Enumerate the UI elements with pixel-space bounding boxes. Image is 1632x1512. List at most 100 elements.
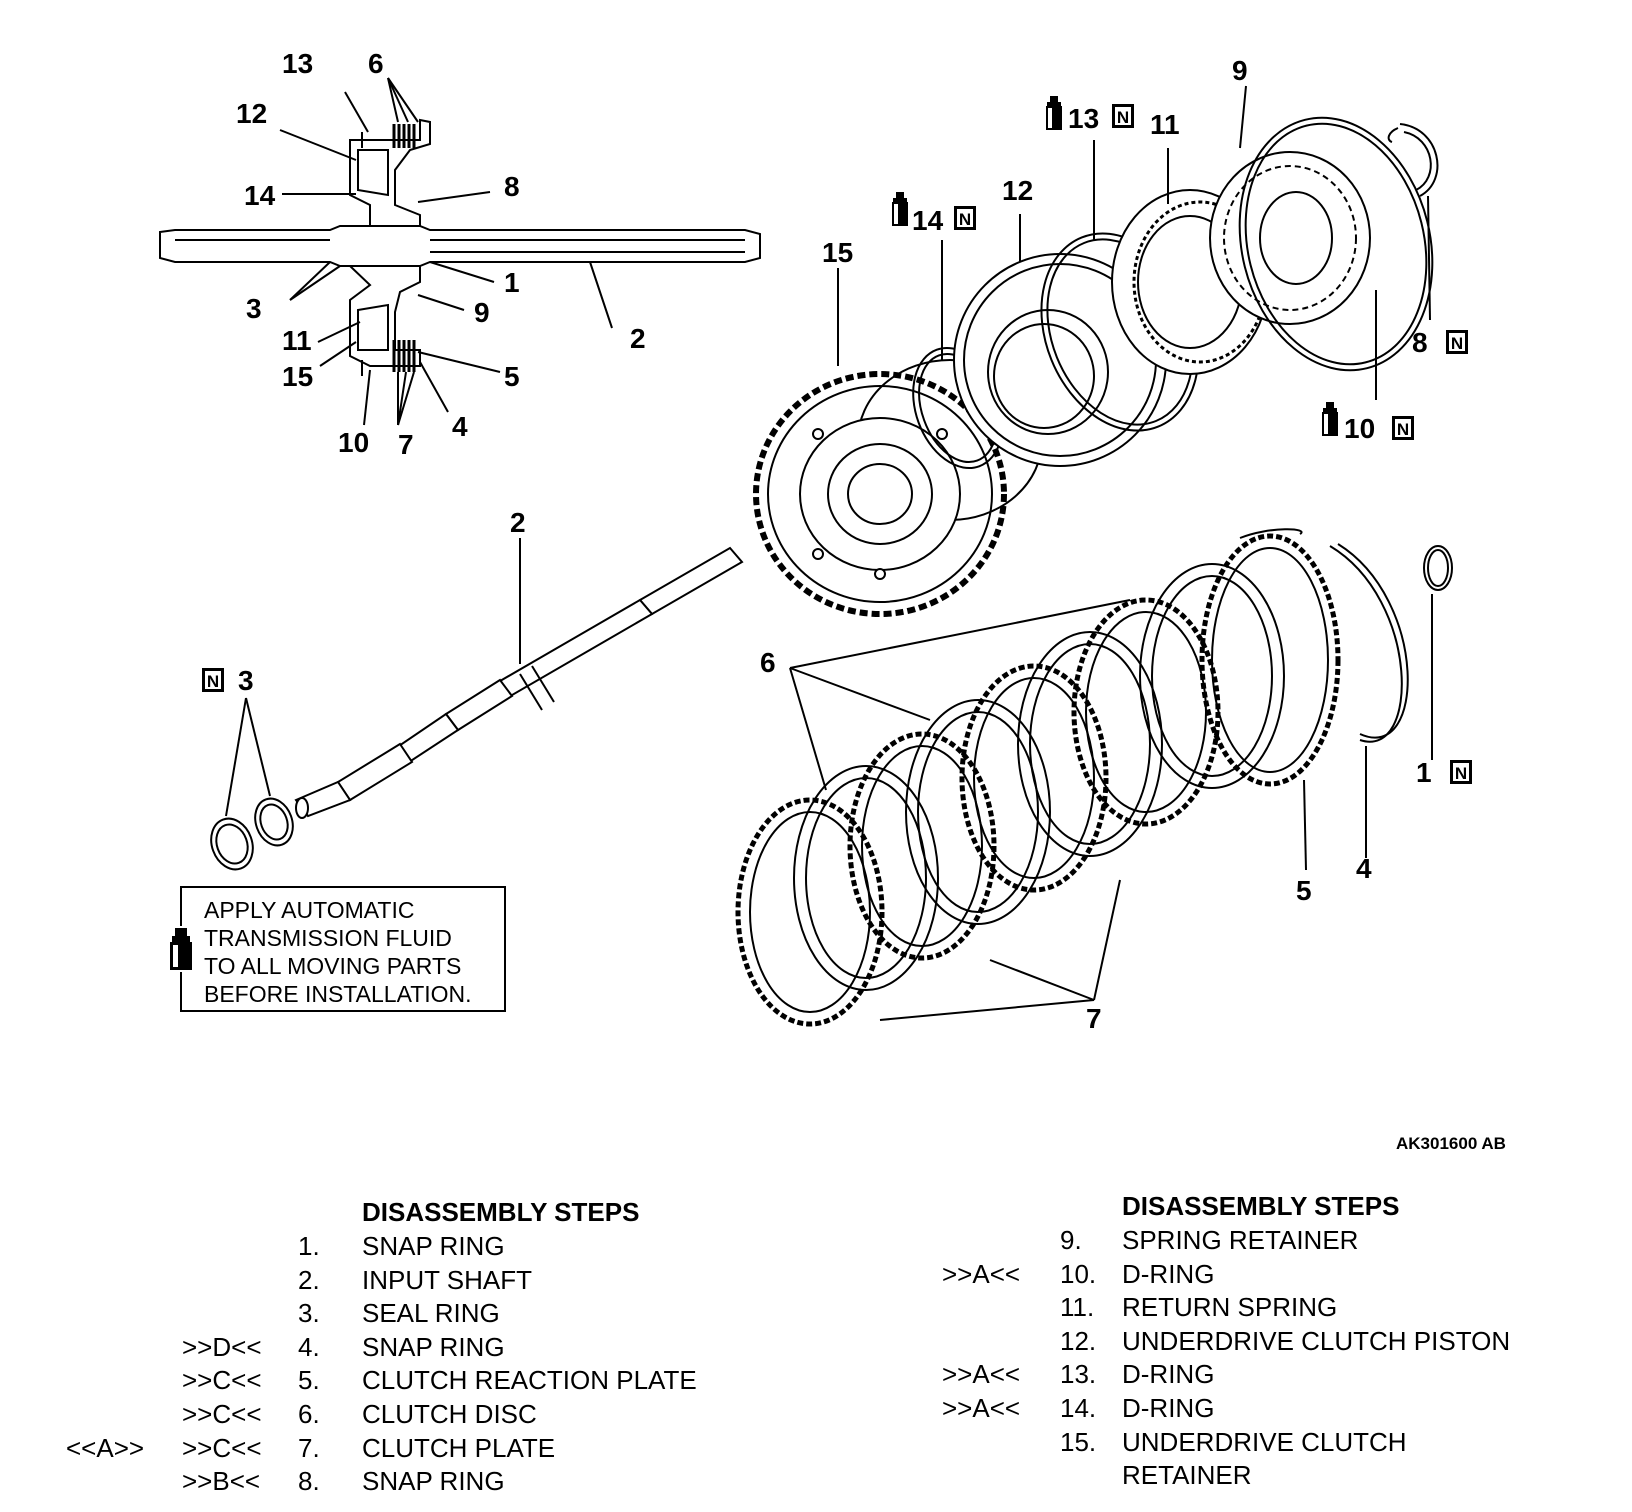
step-text: SNAP RING bbox=[362, 1331, 505, 1362]
step-number: 10. bbox=[1060, 1258, 1097, 1289]
callout-1-pack: 1 bbox=[1416, 757, 1432, 788]
new-part-n-icon bbox=[1446, 330, 1468, 354]
step-row: 15.UNDERDRIVE CLUTCH bbox=[900, 1426, 1620, 1459]
callout-8-exp: 8 bbox=[1412, 327, 1428, 358]
step-row: RETAINER bbox=[900, 1459, 1620, 1492]
callout-7-pack: 7 bbox=[1086, 1003, 1102, 1034]
step-row: >>D<< 4. SNAP RING bbox=[0, 1331, 860, 1364]
step-row: 2. INPUT SHAFT bbox=[0, 1264, 860, 1297]
step-text: SNAP RING bbox=[362, 1466, 505, 1497]
callout-13-exp: 13 bbox=[1068, 103, 1099, 134]
note-line-2: TRANSMISSION FLUID bbox=[204, 925, 452, 951]
callout-15-exp: 15 bbox=[822, 237, 853, 268]
input-shaft bbox=[294, 546, 744, 819]
callout-15: 15 bbox=[282, 361, 313, 392]
callout-6: 6 bbox=[368, 48, 384, 79]
callout-9-exp: 9 bbox=[1232, 55, 1248, 86]
step-number: 7. bbox=[298, 1432, 320, 1463]
step-ref: >>D<< bbox=[182, 1331, 262, 1362]
callout-14-exp: 14 bbox=[912, 205, 944, 236]
step-row: >>C<< 5. CLUTCH REACTION PLATE bbox=[0, 1364, 860, 1397]
step-text: SNAP RING bbox=[362, 1231, 505, 1261]
step-text: CLUTCH DISC bbox=[362, 1399, 537, 1429]
step-text: UNDERDRIVE CLUTCH bbox=[1122, 1426, 1407, 1457]
step-number: 3. bbox=[298, 1298, 320, 1329]
step-ref: >>A<< bbox=[942, 1258, 1021, 1289]
note-line-3: TO ALL MOVING PARTS bbox=[204, 953, 462, 979]
exploded-view-diagram: N bbox=[159, 48, 1472, 1034]
step-text: D-RING bbox=[1122, 1393, 1215, 1423]
atf-bottle-icon bbox=[1046, 96, 1062, 130]
step-text: INPUT SHAFT bbox=[362, 1264, 532, 1295]
step-number: 14. bbox=[1060, 1393, 1097, 1423]
step-text: D-RING bbox=[1122, 1359, 1215, 1390]
step-number: 9. bbox=[1060, 1225, 1082, 1255]
atf-bottle-icon bbox=[1322, 402, 1338, 436]
spring-retainer bbox=[1209, 151, 1371, 325]
atf-note-box: APPLY AUTOMATIC TRANSMISSION FLUID TO AL… bbox=[168, 886, 506, 1012]
steps-header: DISASSEMBLY STEPS bbox=[1122, 1191, 1400, 1221]
clutch-pack bbox=[735, 528, 1453, 1027]
callout-7: 7 bbox=[398, 429, 414, 460]
step-number: 13. bbox=[1060, 1359, 1097, 1390]
step-row: >>A<< 10. D-RING bbox=[900, 1258, 1620, 1291]
callout-8: 8 bbox=[504, 171, 520, 202]
callout-10: 10 bbox=[338, 427, 369, 458]
cross-section-view bbox=[159, 118, 761, 376]
new-part-n-icon bbox=[1392, 416, 1414, 440]
callout-11-exp: 11 bbox=[1150, 109, 1180, 140]
step-number: 8. bbox=[298, 1466, 320, 1497]
step-text: D-RING bbox=[1122, 1258, 1215, 1289]
callout-4: 4 bbox=[452, 411, 468, 442]
new-part-n-icon bbox=[202, 668, 224, 692]
step-pre-ref: <<A>> bbox=[66, 1432, 145, 1463]
step-number: 11. bbox=[1060, 1292, 1095, 1323]
step-row: <<A>> >>C<< 7. CLUTCH PLATE bbox=[0, 1432, 860, 1465]
step-text: UNDERDRIVE CLUTCH PISTON bbox=[1122, 1325, 1511, 1356]
step-row: 3. SEAL RING bbox=[0, 1297, 860, 1330]
callout-5-pack: 5 bbox=[1296, 875, 1312, 906]
step-number: 2. bbox=[298, 1264, 320, 1295]
atf-bottle-icon bbox=[892, 192, 908, 226]
step-row: 11.RETURN SPRING bbox=[900, 1291, 1620, 1324]
step-text: CLUTCH REACTION PLATE bbox=[362, 1365, 697, 1396]
step-row: 12. UNDERDRIVE CLUTCH PISTON bbox=[900, 1325, 1620, 1358]
callout-3-seal: 3 bbox=[238, 665, 254, 696]
note-line-4: BEFORE INSTALLATION. bbox=[204, 981, 472, 1007]
callout-12: 12 bbox=[236, 98, 267, 129]
callout-2: 2 bbox=[630, 323, 646, 354]
callout-10-exp: 10 bbox=[1344, 413, 1375, 444]
step-ref: >>C<< bbox=[182, 1432, 262, 1463]
step-row: >>C<<6.CLUTCH DISC bbox=[0, 1398, 860, 1431]
step-row: 9.SPRING RETAINER bbox=[900, 1224, 1620, 1257]
step-text: CLUTCH PLATE bbox=[362, 1432, 556, 1463]
callout-1: 1 bbox=[504, 267, 520, 298]
step-ref: >>A<< bbox=[942, 1393, 1021, 1423]
step-number: 4. bbox=[298, 1331, 320, 1362]
step-number: 12. bbox=[1060, 1325, 1097, 1356]
figure-id: AK301600 AB bbox=[1396, 1134, 1506, 1153]
callout-3: 3 bbox=[246, 293, 262, 324]
d-ring-10 bbox=[1238, 116, 1434, 372]
step-number: 5. bbox=[298, 1365, 320, 1396]
snap-ring-8 bbox=[1387, 123, 1439, 197]
step-row: >>A<< 13. D-RING bbox=[900, 1358, 1620, 1391]
new-part-n-icon bbox=[1450, 760, 1472, 784]
callout-6-pack: 6 bbox=[760, 647, 776, 678]
callout-11: 11 bbox=[282, 325, 312, 356]
step-ref: >>C<< bbox=[182, 1365, 262, 1396]
step-number: 1. bbox=[298, 1231, 320, 1261]
callout-4-pack: 4 bbox=[1356, 853, 1372, 884]
step-ref: >>C<< bbox=[182, 1399, 262, 1429]
underdrive-clutch-retainer bbox=[753, 359, 1043, 617]
callout-9: 9 bbox=[474, 297, 490, 328]
step-row: >>B<<8.SNAP RING bbox=[0, 1465, 860, 1498]
callout-13: 13 bbox=[282, 48, 313, 79]
step-text: SEAL RING bbox=[362, 1298, 500, 1329]
callout-12-exp: 12 bbox=[1002, 175, 1033, 206]
callout-14: 14 bbox=[244, 180, 276, 211]
seal-rings bbox=[210, 697, 294, 871]
step-text: RETAINER bbox=[1122, 1460, 1252, 1491]
step-ref: >>A<< bbox=[942, 1359, 1021, 1390]
